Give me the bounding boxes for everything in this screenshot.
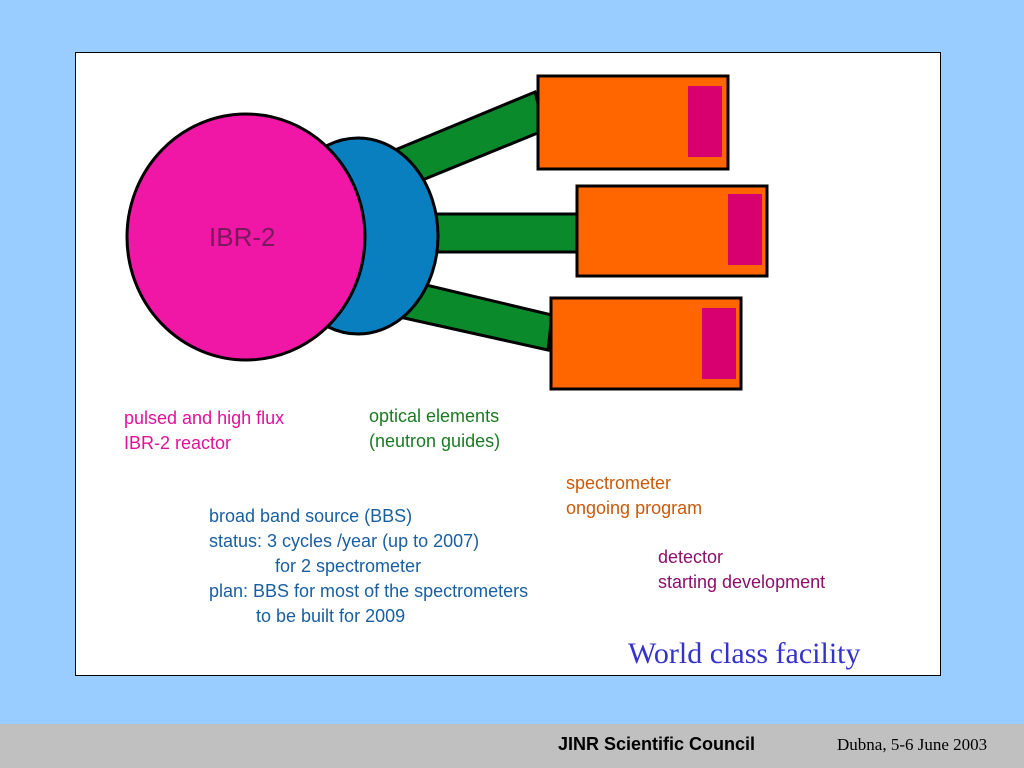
detector-caption-line-2: starting development [658, 572, 826, 592]
reactor-label: IBR-2 [209, 222, 276, 252]
bbs-caption-line-3: for 2 spectrometer [275, 556, 422, 576]
bbs-caption-line-5: to be built for 2009 [256, 606, 406, 626]
neutron-guide-middle [418, 212, 582, 254]
detector-caption: detector starting development [658, 545, 825, 595]
reactor-caption-line-1: pulsed and high flux [124, 408, 285, 428]
detector-block-2 [728, 194, 762, 265]
spectrometer-caption-line-2: ongoing program [566, 498, 703, 518]
footer-bar: JINR Scientific Council Dubna, 5-6 June … [0, 724, 1024, 768]
footer-title: JINR Scientific Council [558, 734, 756, 754]
reactor-core [125, 112, 367, 362]
facility-diagram [125, 74, 769, 391]
reactor-caption-line-2: IBR-2 reactor [124, 433, 232, 453]
bbs-caption: broad band source (BBS) status: 3 cycles… [209, 504, 528, 629]
bbs-caption-line-4: plan: BBS for most of the spectrometers [209, 581, 529, 601]
spectrometer-caption-line-1: spectrometer [566, 473, 672, 493]
spectrometer-caption: spectrometer ongoing program [566, 471, 702, 521]
optics-caption-line-2: (neutron guides) [369, 431, 501, 451]
reactor-caption: pulsed and high flux IBR-2 reactor [124, 406, 284, 456]
bbs-caption-line-1: broad band source (BBS) [209, 506, 413, 526]
detector-block-1 [688, 86, 722, 157]
bbs-caption-line-2: status: 3 cycles /year (up to 2007) [209, 531, 480, 551]
detector-block-3 [702, 308, 736, 379]
optics-caption-line-1: optical elements [369, 406, 500, 426]
optics-caption: optical elements (neutron guides) [369, 404, 500, 454]
detector-caption-line-1: detector [658, 547, 724, 567]
footer-date: Dubna, 5-6 June 2003 [837, 735, 988, 754]
tagline: World class facility [628, 637, 861, 670]
